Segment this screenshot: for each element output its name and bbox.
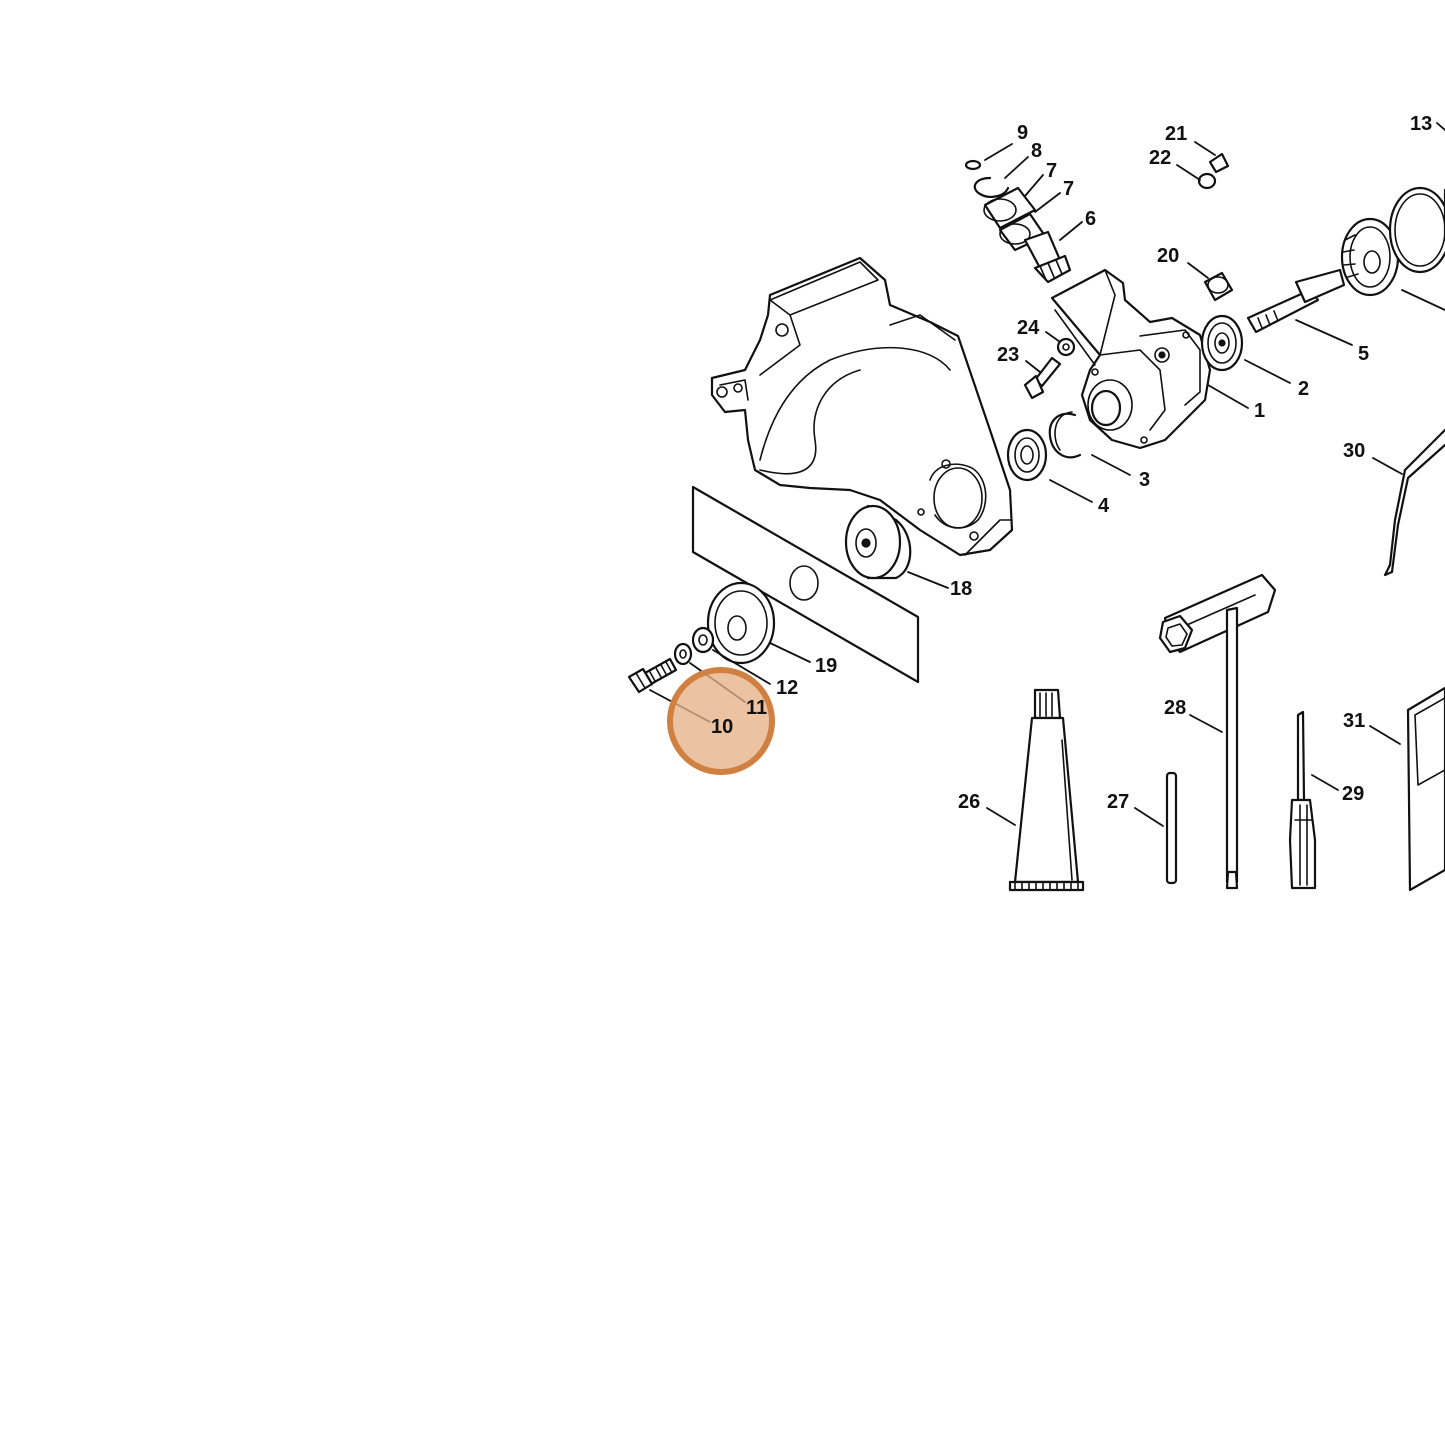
label-21: 21: [1165, 123, 1187, 145]
label-10: 10: [711, 716, 733, 738]
part-10-screw: [627, 657, 678, 694]
part-21-screw: [1208, 152, 1230, 174]
label-5: 5: [1358, 343, 1369, 365]
part-3-circlip: [1048, 411, 1082, 459]
label-2: 2: [1298, 378, 1309, 400]
label-30: 30: [1343, 440, 1365, 462]
part-31-instruction-manual: [1406, 686, 1445, 892]
label-12: 12: [776, 677, 798, 699]
label-29: 29: [1342, 783, 1364, 805]
label-7a: 7: [1046, 160, 1057, 182]
blade-guard-housing: [710, 256, 1014, 557]
part-2-ball-bearing: [1200, 314, 1244, 372]
part-19-thrust-plate: [706, 581, 776, 665]
label-27: 27: [1107, 791, 1129, 813]
label-13: 13: [1410, 113, 1432, 135]
highlight-marker: [667, 667, 775, 775]
part-12-washer: [691, 626, 715, 654]
part-28-combination-wrench: [1158, 573, 1277, 890]
part-9-washer: [964, 159, 982, 171]
label-1: 1: [1254, 400, 1265, 422]
part-7-bearing-upper: [983, 186, 1037, 230]
label-26: 26: [958, 791, 980, 813]
part-8-circlip: [973, 176, 1010, 198]
part-1-gear-head: [1050, 268, 1212, 450]
label-22: 22: [1149, 147, 1171, 169]
part-24-washer: [1056, 337, 1076, 357]
label-23: 23: [997, 344, 1019, 366]
part-11-lock-washer: [673, 642, 693, 666]
part-27-locking-pin: [1165, 771, 1178, 885]
cutting-blade: [691, 485, 920, 684]
part-18-collar: [844, 504, 912, 580]
part-number-labels: 9 8 7 7 6 21 22 13 20 24 23 5 2 1 3 4 30…: [711, 113, 1432, 813]
part-29-screwdriver: [1288, 710, 1317, 890]
part-20-plug: [1203, 271, 1234, 302]
label-31: 31: [1343, 710, 1365, 732]
label-6: 6: [1085, 208, 1096, 230]
label-11: 11: [746, 697, 767, 719]
label-18: 18: [950, 578, 972, 600]
part-22-washer: [1197, 172, 1217, 190]
label-20: 20: [1157, 245, 1179, 267]
part-4-shaft-seal: [1006, 428, 1048, 482]
label-4: 4: [1098, 495, 1110, 517]
label-8: 8: [1031, 140, 1042, 162]
part-26-grease-tube: [1008, 688, 1085, 892]
label-9: 9: [1017, 122, 1028, 144]
part-6-pinion: [1023, 230, 1072, 284]
part-30-rod: [1383, 428, 1445, 577]
part-23-screw: [1023, 356, 1062, 400]
label-19: 19: [815, 655, 837, 677]
label-7b: 7: [1063, 178, 1074, 200]
label-3: 3: [1139, 469, 1150, 491]
part-5-shaft: [1246, 268, 1346, 334]
label-28: 28: [1164, 697, 1186, 719]
label-24: 24: [1017, 317, 1040, 339]
part-13-bevel-gear: [1340, 186, 1445, 311]
